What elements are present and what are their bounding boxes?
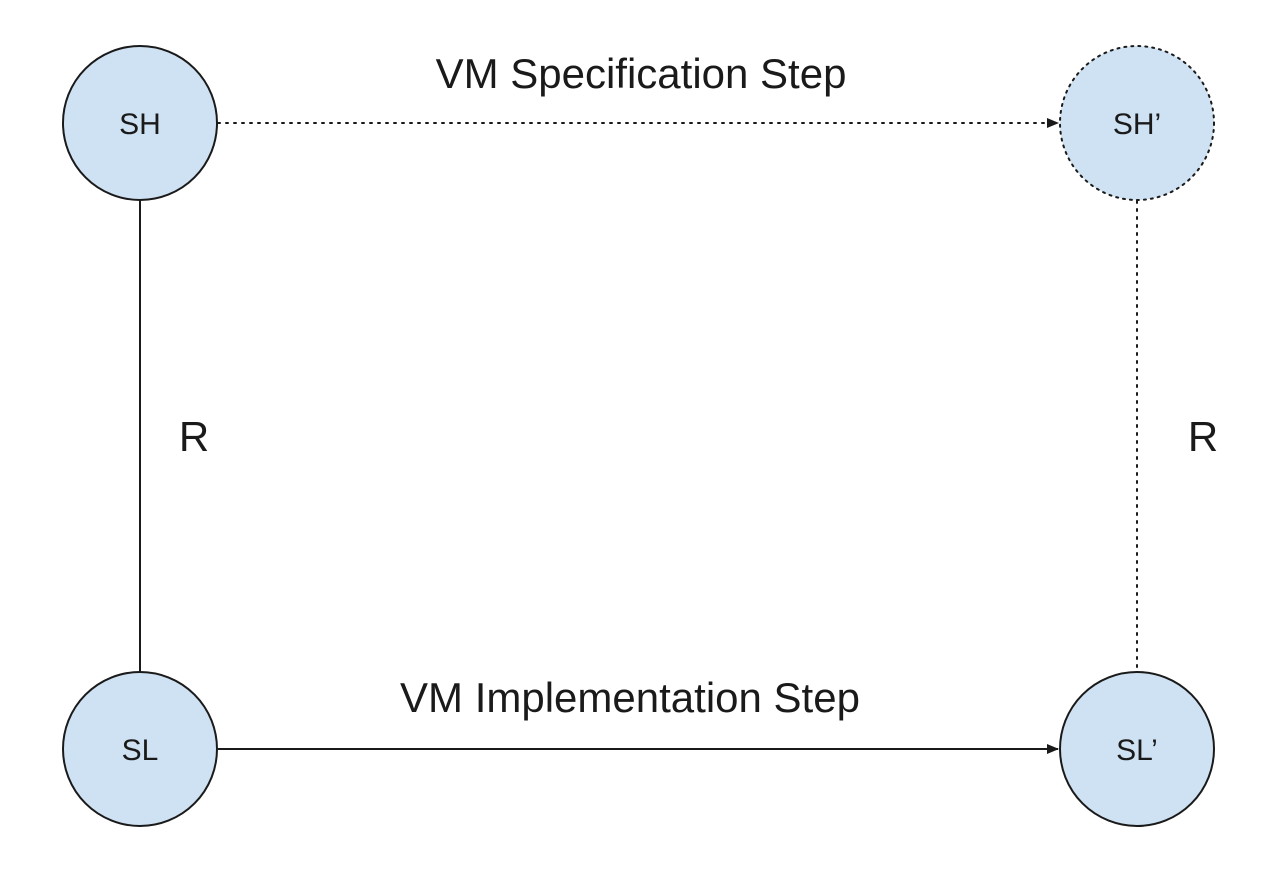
node-sl: SL: [62, 671, 218, 827]
node-sh: SH: [62, 45, 218, 201]
relation-left-label: R: [179, 413, 209, 460]
spec-step-label: VM Specification Step: [436, 50, 847, 97]
impl-step-label: VM Implementation Step: [400, 674, 860, 721]
node-sh-prime: SH’: [1059, 45, 1215, 201]
node-sh-label: SH: [119, 108, 161, 141]
node-sh-prime-label: SH’: [1113, 108, 1161, 141]
node-sl-label: SL: [122, 734, 159, 767]
relation-right-label: R: [1188, 413, 1218, 460]
node-sl-prime-label: SL’: [1116, 734, 1158, 767]
node-sl-prime: SL’: [1059, 671, 1215, 827]
